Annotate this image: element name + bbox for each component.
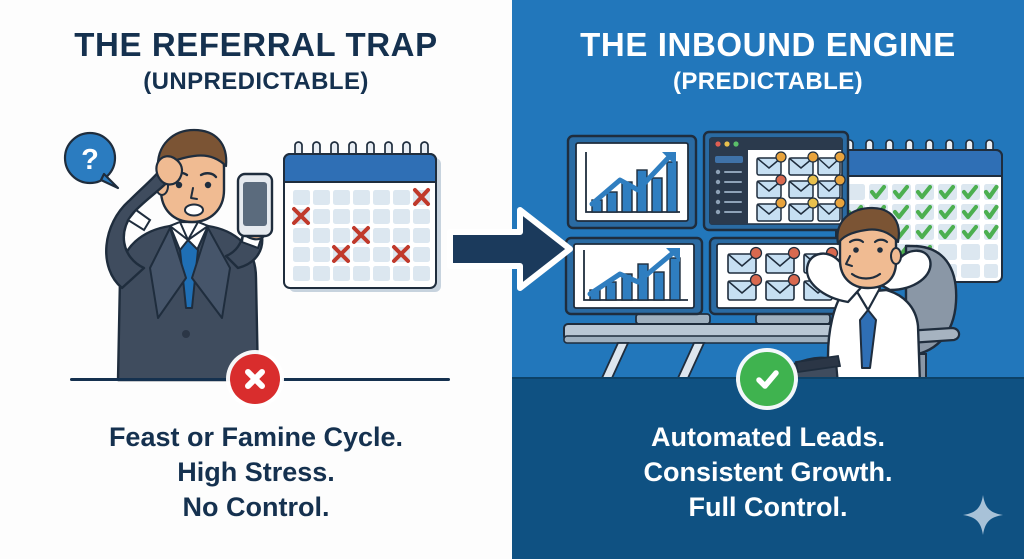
email-grid-top bbox=[756, 151, 846, 222]
sparkle-icon bbox=[960, 492, 1006, 538]
x-mark-icon bbox=[245, 369, 265, 389]
left-caption: Feast or Famine Cycle. High Stress. No C… bbox=[0, 420, 512, 525]
left-caption-line-3: No Control. bbox=[182, 492, 330, 523]
smartphone-icon bbox=[236, 172, 274, 238]
left-title: THE REFERRAL TRAP bbox=[74, 26, 438, 63]
right-caption-line-2: Consistent Growth. bbox=[643, 457, 893, 488]
missed-day-marks bbox=[292, 188, 430, 263]
transition-arrow bbox=[446, 206, 576, 292]
monitor-chart-top bbox=[566, 134, 698, 230]
left-panel-referral-trap: THE REFERRAL TRAP (UNPREDICTABLE) ? bbox=[0, 26, 512, 525]
right-panel-inbound-engine: THE INBOUND ENGINE (PREDICTABLE) bbox=[512, 0, 1024, 559]
right-bottom-band bbox=[512, 379, 1024, 559]
monitor-workstation-illustration bbox=[558, 128, 858, 379]
left-caption-line-1: Feast or Famine Cycle. bbox=[108, 422, 404, 452]
right-subtitle: (PREDICTABLE) bbox=[672, 67, 864, 95]
left-subtitle: (UNPREDICTABLE) bbox=[143, 67, 369, 95]
check-mark-icon bbox=[756, 370, 779, 389]
left-caption-line-2: High Stress. bbox=[177, 457, 335, 488]
status-badge-success bbox=[740, 352, 794, 406]
left-divider-line-b bbox=[282, 378, 450, 381]
svg-text:?: ? bbox=[81, 144, 99, 176]
status-badge-failure bbox=[230, 354, 280, 404]
relaxed-businessman-illustration bbox=[792, 206, 1004, 386]
left-heading-group: THE REFERRAL TRAP (UNPREDICTABLE) bbox=[0, 26, 512, 96]
right-heading-group: THE INBOUND ENGINE (PREDICTABLE) bbox=[512, 26, 1024, 96]
worried-businessman-illustration: ? bbox=[58, 118, 288, 382]
right-caption-line-1: Automated Leads. bbox=[650, 422, 886, 452]
right-caption: Automated Leads. Consistent Growth. Full… bbox=[512, 420, 1024, 525]
right-title: THE INBOUND ENGINE bbox=[580, 26, 956, 63]
question-speech-bubble: ? bbox=[63, 131, 120, 190]
monitor-email-top bbox=[702, 130, 850, 232]
monitor-chart-bottom bbox=[564, 236, 704, 316]
left-divider-line-a bbox=[70, 378, 238, 381]
calendar-with-missed-days bbox=[278, 138, 448, 308]
right-caption-line-3: Full Control. bbox=[688, 492, 848, 523]
